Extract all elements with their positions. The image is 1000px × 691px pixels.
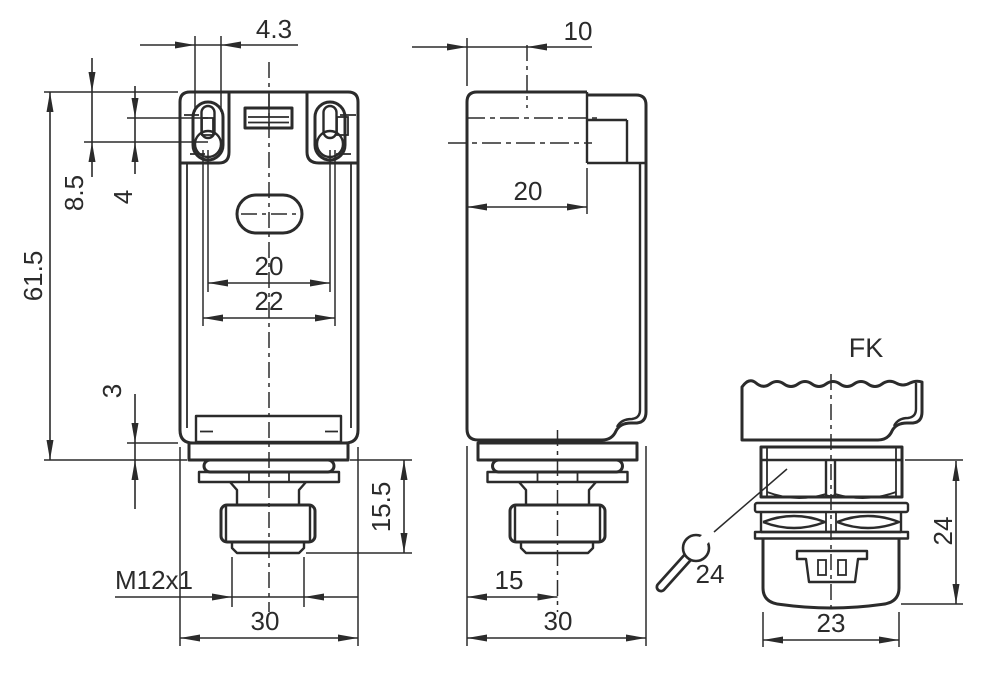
side-hidden-lines bbox=[448, 117, 600, 144]
side-extension-lines bbox=[466, 38, 647, 646]
mounting-keyhole-left bbox=[184, 100, 225, 162]
gland-clamp-slot-left bbox=[817, 559, 827, 576]
connector-neck bbox=[229, 481, 307, 505]
front-extension-lines bbox=[44, 36, 412, 646]
wrench-leader-line bbox=[713, 468, 788, 533]
dim-gland-width-label: 23 bbox=[817, 608, 846, 638]
dim-slot-play-label: 4 bbox=[108, 190, 138, 204]
dim-base-step-label: 3 bbox=[97, 384, 127, 398]
side-outline bbox=[465, 90, 648, 555]
fk-housing-fragment bbox=[740, 379, 924, 442]
front-centerlines bbox=[241, 62, 297, 612]
dim-width-label: 30 bbox=[251, 606, 280, 636]
side-body-outline bbox=[465, 90, 648, 442]
front-extensions bbox=[44, 36, 412, 646]
wrench-size-label: 24 bbox=[696, 559, 725, 589]
dim-depth-label: 30 bbox=[544, 606, 573, 636]
connector-washer-splits bbox=[536, 472, 579, 482]
fk-detail-view: FK bbox=[655, 333, 963, 647]
keyhole-ticks bbox=[336, 114, 356, 155]
gland-clamp-insert bbox=[795, 549, 869, 584]
dim-center-offset-label: 10 bbox=[564, 16, 593, 46]
fk-dimensions: 24 23 bbox=[763, 461, 960, 644]
fk-extensions bbox=[762, 459, 963, 647]
dim-slot-width-label: 4.3 bbox=[256, 14, 292, 44]
detail-view-label: FK bbox=[849, 333, 884, 363]
wrench-jaw-cut bbox=[694, 527, 717, 550]
side-extensions bbox=[466, 38, 647, 646]
gland-nut-edges bbox=[766, 447, 897, 497]
front-top-recess bbox=[180, 92, 358, 165]
front-view: 4.3 8.5 4 61.5 3 20 22 15.5 M12x bbox=[18, 14, 412, 646]
connector-hex bbox=[219, 503, 317, 544]
side-head-seams bbox=[585, 92, 646, 165]
front-dimensions: 4.3 8.5 4 61.5 3 20 22 15.5 M12x bbox=[18, 14, 408, 642]
dim-connector-length-label: 15.5 bbox=[366, 482, 396, 533]
thread-label: M12x1 bbox=[115, 565, 193, 595]
dim-hole-spacing-label: 20 bbox=[255, 251, 284, 281]
dim-slot-spacing-label: 22 bbox=[255, 286, 284, 316]
front-panel-edges bbox=[186, 163, 352, 428]
gland-nut-faces bbox=[824, 460, 837, 497]
dim-edge-hole-label: 8.5 bbox=[59, 175, 89, 211]
side-centerlines bbox=[448, 45, 600, 612]
connector-neck bbox=[518, 481, 597, 505]
side-view: 10 20 15 30 bbox=[412, 16, 648, 646]
gland-ring-lenses bbox=[762, 514, 901, 530]
keyhole-slot bbox=[322, 104, 338, 140]
connector-hex-inner bbox=[224, 505, 312, 542]
connector-washer-splits bbox=[248, 472, 290, 482]
dim-gland-height-label: 24 bbox=[928, 517, 958, 546]
side-inner-edge bbox=[615, 163, 642, 428]
fk-outline bbox=[740, 374, 924, 614]
fk-extension-lines bbox=[762, 459, 963, 647]
gland-clamp-slot-right bbox=[837, 559, 847, 576]
connector-tip bbox=[230, 542, 306, 555]
fk-housing-inner-edge bbox=[892, 383, 918, 427]
side-dimensions: 10 20 15 30 bbox=[412, 16, 646, 642]
keyhole-notch bbox=[336, 116, 349, 136]
gland-ring-center bbox=[825, 512, 837, 532]
dim-head-depth-label: 20 bbox=[514, 176, 543, 206]
wrench-icon-inner bbox=[658, 554, 691, 590]
wrench-callout: 24 bbox=[655, 468, 788, 593]
dim-height-label: 61.5 bbox=[18, 251, 48, 302]
connector-hex-inner bbox=[513, 505, 602, 542]
dim-connector-offset-label: 15 bbox=[495, 565, 524, 595]
